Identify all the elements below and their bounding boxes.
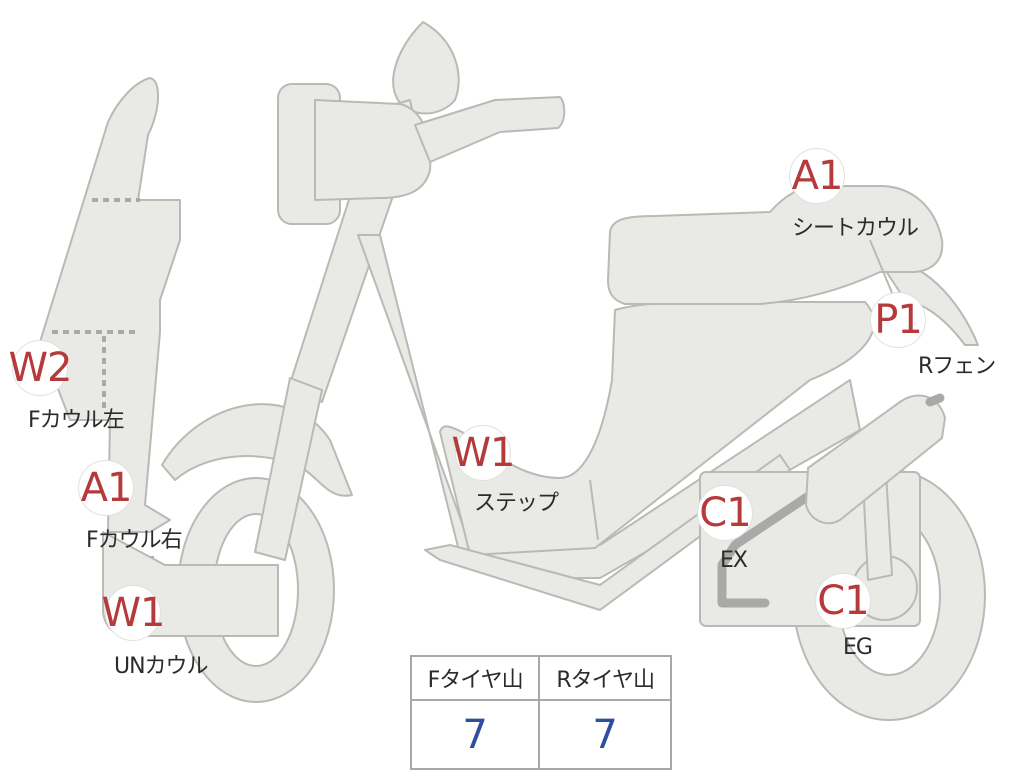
tire-table-value-row: 7 7 [409, 699, 672, 770]
step-seam [589, 479, 599, 541]
marker-code: W1 [452, 425, 516, 481]
marker-code: A1 [789, 148, 845, 204]
marker-code: W1 [102, 585, 166, 641]
marker-label: シートカウル [792, 216, 919, 241]
rear-tire-header: Rタイヤ山 [538, 655, 672, 701]
marker-label: EX [720, 548, 748, 573]
front-cowl [39, 77, 181, 533]
marker-code: C1 [697, 485, 753, 541]
handlebar-head [314, 99, 432, 201]
front-tire-value: 7 [409, 699, 541, 770]
lower-frame [424, 454, 791, 611]
tire-table-header-row: Fタイヤ山 Rタイヤ山 [409, 655, 672, 701]
marker-label: Fカウル右 [86, 528, 183, 553]
marker-code: A1 [78, 460, 134, 516]
fork-lower [254, 377, 323, 561]
rear-tire-value: 7 [538, 699, 672, 770]
seat-seam [869, 239, 896, 301]
exhaust-pipe [717, 490, 815, 608]
muffler [805, 394, 946, 525]
marker-code: P1 [870, 292, 926, 348]
front-wheel [177, 477, 335, 703]
marker-label: UNカウル [114, 654, 209, 679]
seat [607, 185, 944, 305]
marker-label: Rフェン [918, 354, 996, 379]
marker-label: ステップ [474, 491, 559, 516]
marker-code: W2 [9, 340, 73, 396]
marker-label: Fカウル左 [28, 408, 125, 433]
front-tire-header: Fタイヤ山 [409, 655, 541, 701]
mirror [392, 21, 460, 115]
muffler-tip [925, 393, 945, 407]
tire-tread-table: Fタイヤ山 Rタイヤ山 7 7 [409, 655, 672, 770]
handlebar-grip [414, 96, 566, 163]
marker-label: EG [843, 635, 873, 660]
marker-code: C1 [815, 573, 871, 629]
